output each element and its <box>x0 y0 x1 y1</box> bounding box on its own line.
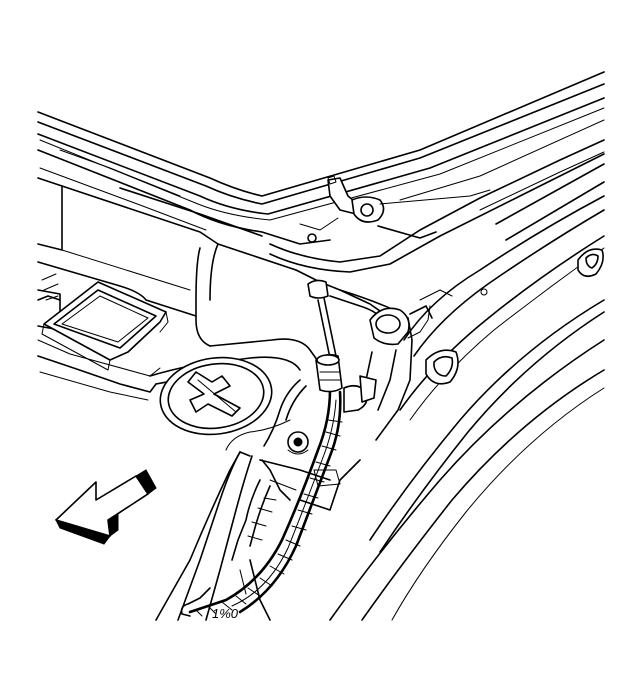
grommet-opening <box>159 356 273 436</box>
roof-side-rail <box>329 195 605 621</box>
callout-label: 1%0 <box>212 606 239 621</box>
antenna-cable-connector <box>307 279 343 393</box>
lower-frame <box>155 451 361 621</box>
windshield-header-trim <box>37 71 605 273</box>
wiring-harness <box>180 375 377 617</box>
direction-arrow <box>55 469 157 545</box>
pillar-bracket <box>239 289 433 481</box>
roof-inner-panel <box>37 177 401 401</box>
